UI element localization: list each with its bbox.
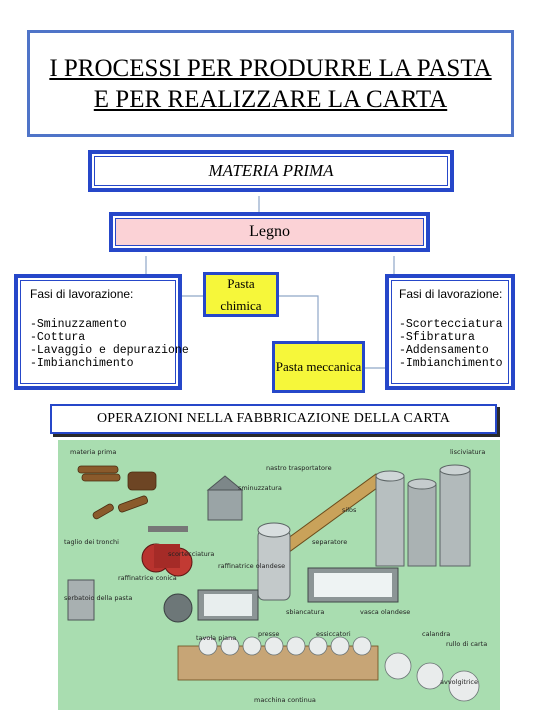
label-nastro-trasportatore: nastro trasportatore <box>266 464 332 472</box>
pasta-chimica-label: Pasta chimica <box>220 275 262 313</box>
materia-prima-label: MATERIA PRIMA <box>208 161 334 180</box>
continuous-machine-drawing <box>177 636 480 702</box>
paper-factory-illustration: materia prima lisciviatura nastro traspo… <box>58 440 500 710</box>
label-raffinatrice-conica: raffinatrice conica <box>118 574 177 582</box>
list-item: -Cottura <box>30 331 86 344</box>
label-lisciviatura: lisciviatura <box>450 448 485 456</box>
left-phases-list: -Sminuzzamento -Cottura -Lavaggio e depu… <box>30 318 189 370</box>
list-item: -Imbianchimento <box>30 357 134 370</box>
label-silos: silos <box>342 506 357 514</box>
label-rullo-di-carta: rullo di carta <box>446 640 487 648</box>
label-serbatoio-della-pasta: serbatoio della pasta <box>64 594 132 602</box>
label-essiccatori: essiccatori <box>316 630 351 638</box>
title-text: I PROCESSI PER PRODURRE LA PASTA E PER R… <box>49 54 492 113</box>
operazioni-banner: OPERAZIONI NELLA FABBRICAZIONE DELLA CAR… <box>50 404 497 434</box>
separator-drawing <box>257 522 291 601</box>
legno-label: Legno <box>249 223 290 240</box>
materia-prima-box: MATERIA PRIMA <box>88 150 454 192</box>
pasta-meccanica-label: Pasta meccanica <box>275 359 362 374</box>
right-phases-list: -Scortecciatura -Sfibratura -Addensament… <box>399 318 511 370</box>
chipper-drawing <box>206 475 244 521</box>
list-item: -Lavaggio e depurazione <box>30 344 189 357</box>
label-avvolgitrice: avvolgitrice <box>440 678 478 686</box>
list-item: -Sminuzzamento <box>30 318 127 331</box>
label-presse: presse <box>258 630 279 638</box>
label-raffinatrice-olandese: raffinatrice olandese <box>218 562 285 570</box>
left-phases-title: Fasi di lavorazione: <box>30 287 134 301</box>
operazioni-label: OPERAZIONI NELLA FABBRICAZIONE DELLA CAR… <box>96 411 451 426</box>
label-calandra: calandra <box>422 630 450 638</box>
label-vasca-olandese: vasca olandese <box>360 608 410 616</box>
label-materia-prima: materia prima <box>70 448 116 456</box>
label-tavola-piana: tavola piana <box>196 634 236 642</box>
legno-box: Legno <box>109 212 430 252</box>
label-macchina-continua: macchina continua <box>254 696 316 704</box>
pasta-meccanica-box: Pasta meccanica <box>272 341 365 393</box>
right-phases-box: Fasi di lavorazione: -Scortecciatura -Sf… <box>385 274 515 390</box>
vats-drawing <box>197 567 399 621</box>
label-separatore: separatore <box>312 538 347 546</box>
silos-drawing <box>375 464 471 567</box>
pulp-tank-drawing <box>67 579 193 623</box>
list-item: -Imbianchimento <box>399 357 503 370</box>
page-title: I PROCESSI PER PRODURRE LA PASTA E PER R… <box>27 30 514 137</box>
label-sminuzzatura: sminuzzatura <box>238 484 282 492</box>
list-item: -Addensamento <box>399 344 489 357</box>
label-sbiancatura: sbiancatura <box>286 608 324 616</box>
label-scortecciatura: scortecciatura <box>168 550 214 558</box>
left-phases-box: Fasi di lavorazione: -Sminuzzamento -Cot… <box>14 274 189 390</box>
list-item: -Scortecciatura <box>399 318 503 331</box>
pasta-chimica-box: Pasta chimica <box>203 272 279 317</box>
right-phases-title: Fasi di lavorazione: <box>399 287 503 301</box>
logs-drawing <box>77 465 157 520</box>
label-taglio-dei-tronchi: taglio dei tronchi <box>64 538 119 546</box>
list-item: -Sfibratura <box>399 331 475 344</box>
debarker-drawing <box>141 526 193 577</box>
